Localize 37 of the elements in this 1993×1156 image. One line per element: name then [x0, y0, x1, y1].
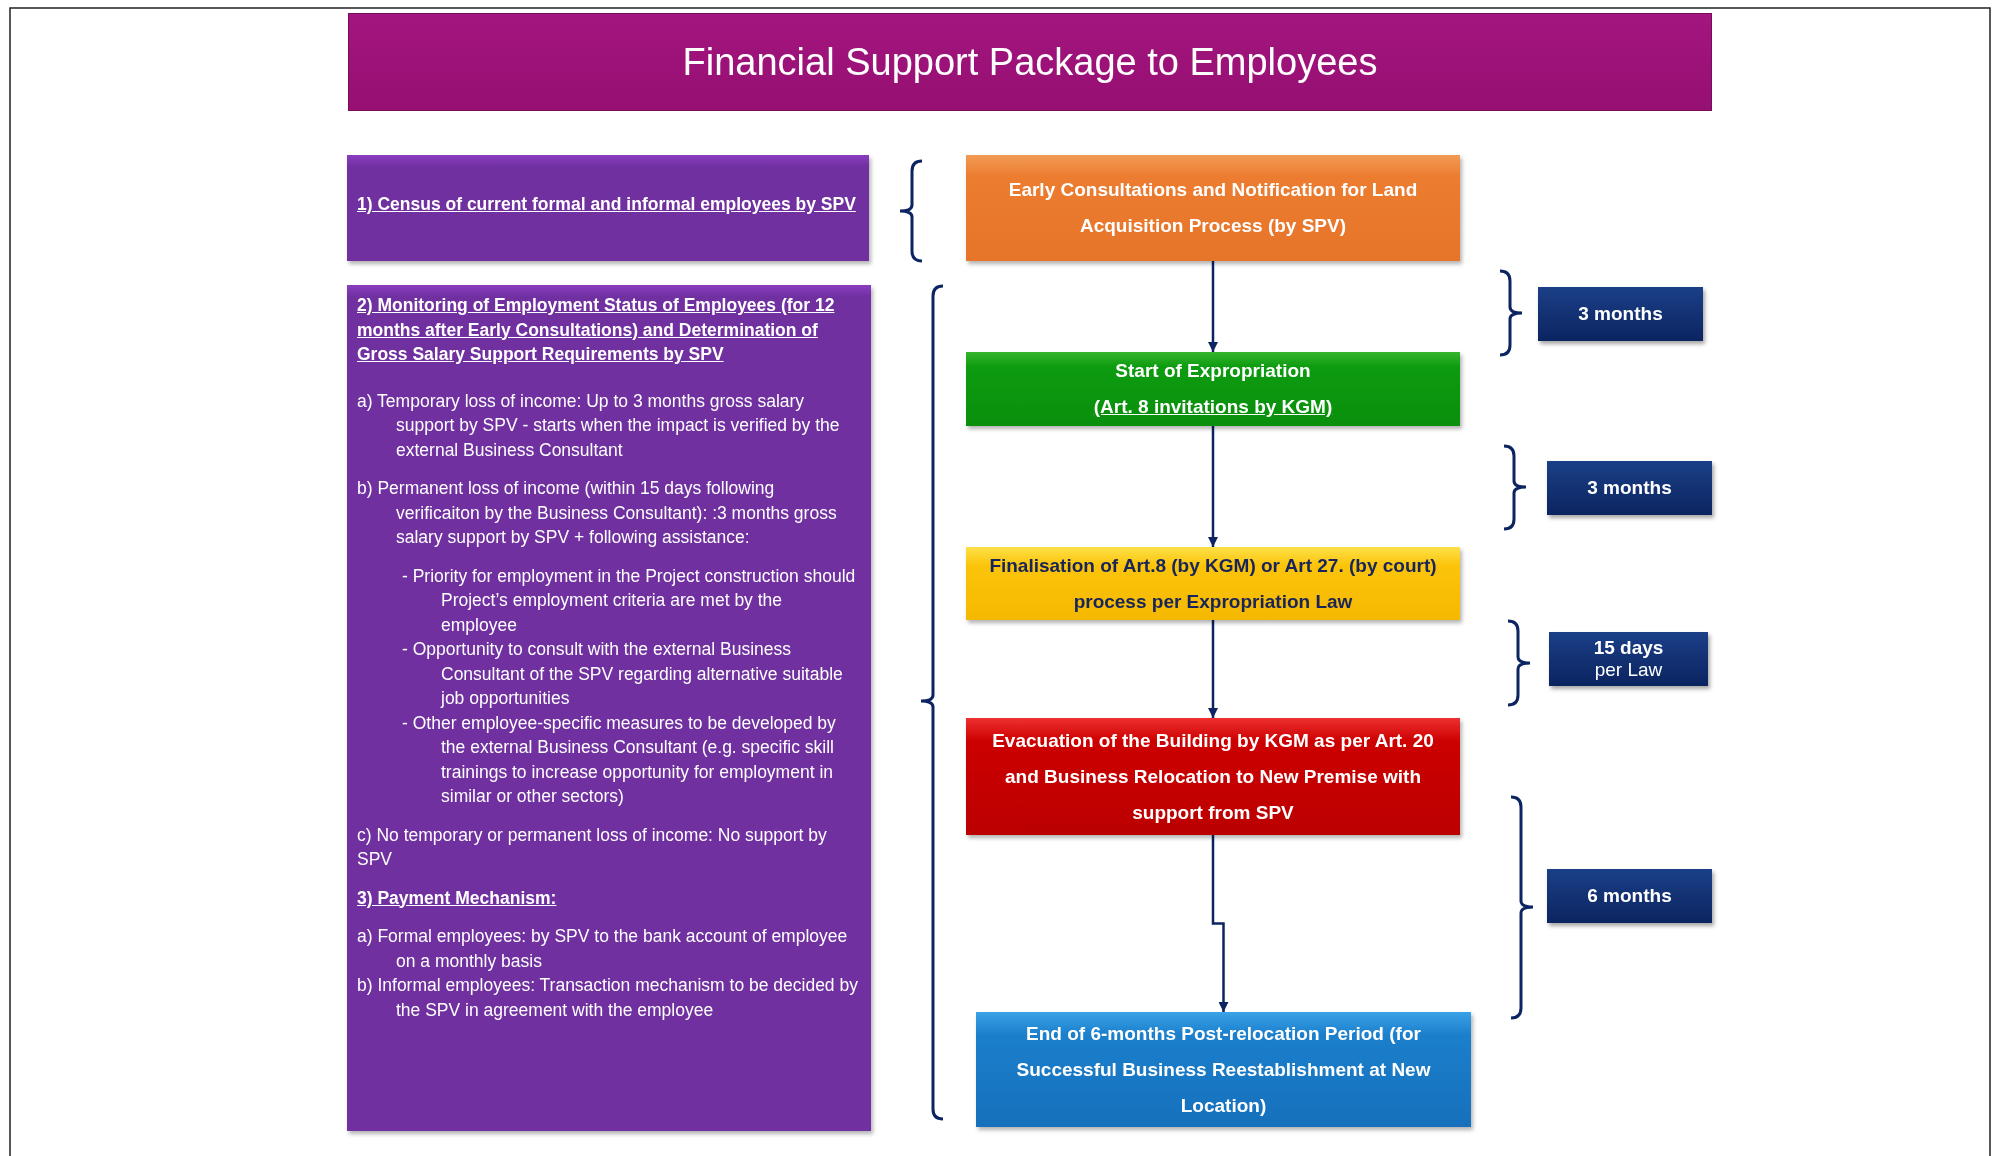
process-box	[966, 718, 1460, 835]
section-heading: 2) Monitoring of Employment Status of Employees (for 12 months after Early Consultations) and Determination of Gross Salary Support Requirements by SPV	[357, 294, 836, 366]
arrow	[1208, 426, 1218, 547]
section-heading: 3) Payment Mechanism:	[357, 886, 558, 910]
duration-text: 3 months	[1578, 303, 1663, 325]
list-item: b) Informal employees: Transaction mechanism to be decided by the SPV in agreement with the employee	[357, 974, 859, 1022]
list-item: - Opportunity to consult with the external Business Consultant of the SPV regarding alternative suitable job opportunities	[401, 638, 844, 710]
arrow	[1211, 835, 1229, 1012]
box-text: Finalisation of Art.8 (by KGM) or Art 27. (by court) process per Expropriation Law	[988, 553, 1438, 614]
title: Financial Support Package to Employees	[682, 40, 1378, 84]
duration-box	[1538, 287, 1703, 341]
list-item: c) No temporary or permanent loss of income: No support by SPV	[357, 823, 828, 871]
box-text: Start of Expropriation	[1115, 359, 1311, 383]
text-panel	[347, 285, 871, 1131]
box-text: End of 6-months Post-relocation Period (for Successful Business Reestablishment at New Location)	[1015, 1021, 1432, 1118]
text-panel	[347, 155, 869, 261]
process-box	[966, 547, 1460, 620]
duration-box	[1549, 632, 1708, 686]
list-item: a) Temporary loss of income: Up to 3 months gross salary support by SPV - starts when the impact is verified by the external Business Consultant	[357, 389, 841, 462]
list-item: - Other employee-specific measures to be developed by the external Business Consultant (e.g. specific skill trainings to increase opportunity for employment in similar or other sectors)	[401, 711, 837, 808]
box-text: Evacuation of the Building by KGM as per Art. 20 and Business Relocation to New Premise with support from SPV	[991, 728, 1435, 825]
process-box	[976, 1012, 1471, 1127]
list-item: - Priority for employment in the Project construction should Project’s employment criteria are met by the employee	[401, 564, 857, 637]
list-item: b) Permanent loss of income (within 15 days following verificaiton by the Business Consultant): :3 months gross salary support by SPV + following assistance:	[357, 477, 838, 549]
duration-text: 15 days	[1593, 637, 1664, 659]
box-text: Early Consultations and Notification for Land Acquisition Process (by SPV)	[1007, 178, 1419, 238]
section-heading: 1) Census of current formal and informal employees by SPV	[357, 192, 856, 216]
arrow	[1208, 620, 1218, 718]
duration-text: per Law	[1594, 659, 1663, 681]
duration-box	[1547, 461, 1712, 515]
duration-text: 3 months	[1587, 477, 1672, 499]
box-text: (Art. 8 invitations by KGM)	[1093, 395, 1333, 419]
arrow	[1208, 261, 1218, 352]
process-box	[966, 155, 1460, 261]
duration-box	[1547, 869, 1712, 923]
duration-text: 6 months	[1587, 885, 1672, 907]
process-box	[966, 352, 1460, 426]
